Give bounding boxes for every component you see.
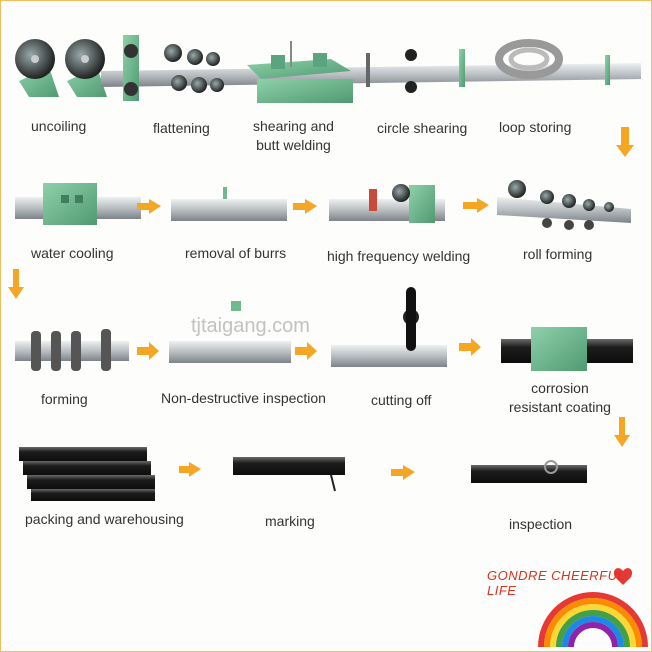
- roll-forming-train: [497, 180, 631, 230]
- cutting-saw: [403, 287, 419, 351]
- guide-post: [459, 49, 465, 87]
- label-uncoiling: uncoiling: [31, 118, 87, 134]
- flattening-rollers: [123, 35, 224, 101]
- label-ndi: Non-destructive inspection: [161, 390, 326, 406]
- tube-cutting: [331, 345, 447, 367]
- label-marking: marking: [265, 513, 315, 529]
- label-hf-welding: high frequency welding: [327, 248, 471, 264]
- arrow-right-3: [459, 338, 481, 356]
- label-inspection: inspection: [509, 516, 573, 532]
- tube-burrs: [171, 199, 287, 221]
- label-packing: packing and warehousing: [25, 511, 184, 527]
- forming-mill: [15, 329, 129, 371]
- tube-ndi: [169, 341, 291, 363]
- label-burrs: removal of burrs: [185, 245, 287, 261]
- label-cutting: cutting off: [371, 392, 432, 408]
- label-circle-shearing: circle shearing: [377, 120, 468, 136]
- label-flattening: flattening: [153, 120, 210, 136]
- loop-accumulator: [495, 39, 563, 79]
- arrow-right-2: [295, 342, 317, 360]
- water-cooling-box: [43, 183, 97, 225]
- arrow-left-4: [391, 465, 415, 480]
- arrow-left-5: [179, 462, 201, 477]
- hf-welder-box: [409, 185, 435, 223]
- brand-text: GONDRE CHEERFUL LIFE: [487, 568, 626, 598]
- ndi-sensor: [231, 301, 241, 311]
- guide-post-2: [605, 55, 610, 85]
- arrow-left-1: [463, 198, 489, 213]
- heart-icon: [613, 568, 633, 585]
- arrow-down-3: [614, 417, 630, 447]
- circle-shear: [366, 49, 417, 93]
- rainbow-logo: [538, 592, 648, 648]
- label-shearing: shearing and butt welding: [253, 118, 334, 153]
- shear-welder: [247, 41, 353, 103]
- label-forming: forming: [41, 391, 88, 407]
- arrow-right-1: [137, 342, 159, 360]
- coating-box: [531, 327, 587, 371]
- label-water-cooling: water cooling: [31, 245, 114, 261]
- arrow-down-2: [8, 269, 24, 299]
- arrow-left-3: [137, 199, 161, 214]
- label-loop-storing: loop storing: [499, 119, 572, 135]
- arrow-left-2: [293, 199, 317, 214]
- inspection-pipe: [471, 465, 587, 483]
- label-coating: corrosion resistant coating: [509, 380, 611, 415]
- label-roll-forming: roll forming: [523, 246, 593, 262]
- marked-pipe: [233, 457, 345, 475]
- uncoiler-machine: [15, 39, 107, 97]
- watermark: tjtaigang.com: [191, 315, 310, 337]
- weld-coil: [369, 189, 377, 211]
- arrow-down-1: [616, 127, 634, 157]
- flow-arrows: [8, 127, 634, 480]
- packed-pipes: [19, 447, 155, 501]
